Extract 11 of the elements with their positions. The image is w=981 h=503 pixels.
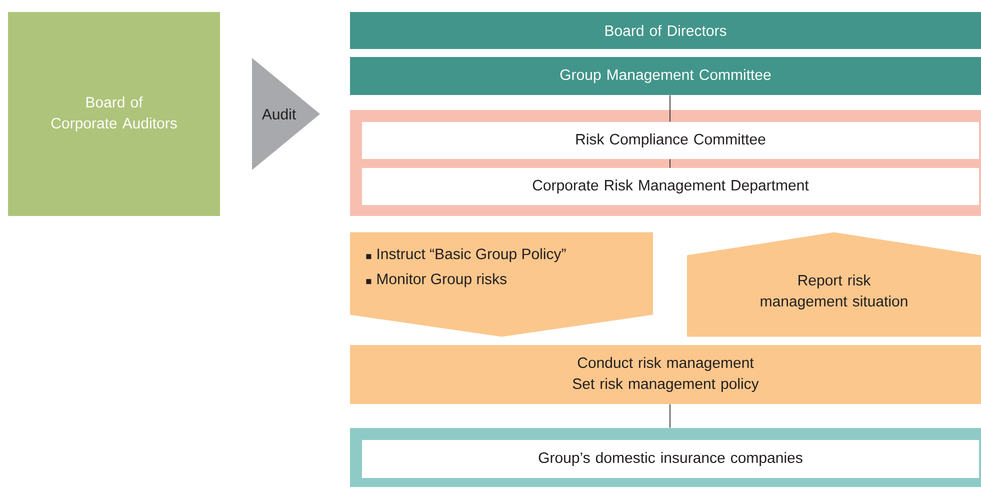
department-box: Corporate Risk Management Department: [362, 168, 980, 205]
block-arrow: [687, 232, 981, 337]
committee-box: Risk Compliance Committee: [362, 122, 980, 159]
auditors-box: Board of Corporate Auditors: [8, 12, 220, 216]
block-arrow: [350, 232, 654, 337]
companies-box: Group’s domestic insurance companies: [362, 440, 980, 478]
committee-box: Group Management Committee: [350, 57, 981, 95]
bullet-list: Instruct “Basic Group Policy” Monitor Group risks: [366, 248, 566, 288]
arrow-text: Report risk management situation: [760, 274, 908, 310]
board-box: Board of Directors: [350, 12, 981, 49]
process-band: Conduct risk management Set risk management policy: [350, 345, 981, 404]
